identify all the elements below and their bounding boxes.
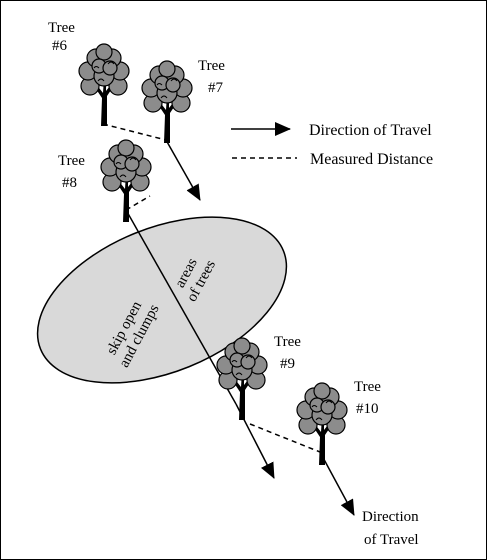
direction-arrow-7 xyxy=(165,139,201,201)
measured-distance-8 xyxy=(125,195,151,211)
tree9-label-line2: #9 xyxy=(280,356,295,372)
bottom-direction-line2: of Travel xyxy=(364,532,419,548)
transect-line xyxy=(125,209,237,405)
tree8-label-line1: Tree xyxy=(58,153,85,169)
measured-distance-6-7 xyxy=(102,123,167,141)
tree9-label-line1: Tree xyxy=(274,334,301,350)
legend-measured-label: Measured Distance xyxy=(310,151,433,168)
tree10-label-line1: Tree xyxy=(354,379,381,395)
legend-direction-label: Direction of Travel xyxy=(309,122,432,139)
tree6-label-line2: #6 xyxy=(52,38,68,54)
tree7-label-line2: #7 xyxy=(208,80,224,96)
measured-distance-9-10 xyxy=(249,423,321,453)
clump-zone-ellipse xyxy=(36,216,288,384)
bottom-direction-line1: Direction xyxy=(362,509,419,525)
tree7-label-line1: Tree xyxy=(198,58,225,74)
tree10-label-line2: #10 xyxy=(356,401,379,417)
tree8-label-line2: #8 xyxy=(62,175,77,191)
direction-arrow-10 xyxy=(319,451,355,516)
tree6-label-line1: Tree xyxy=(48,20,75,36)
